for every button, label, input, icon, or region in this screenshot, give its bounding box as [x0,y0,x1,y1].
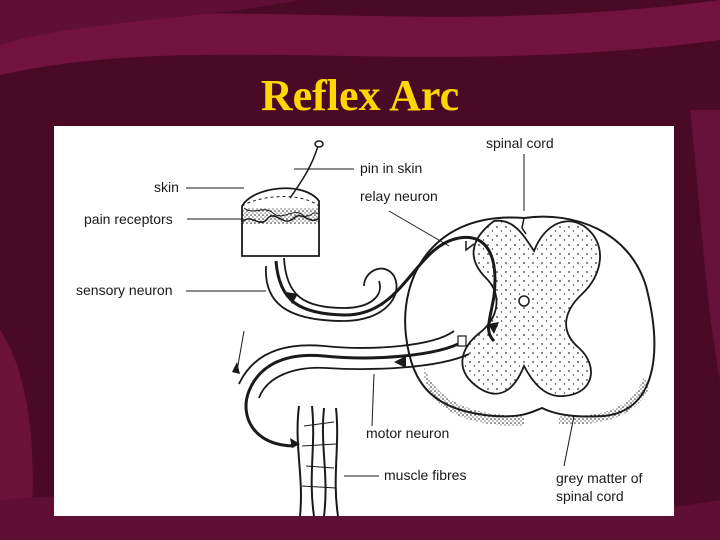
slide-title: Reflex Arc [260,71,460,120]
relay-neuron [458,235,499,343]
label-skin: skin [154,179,179,195]
label-sensory-neuron: sensory neuron [76,282,173,298]
label-muscle-fibres: muscle fibres [384,467,466,483]
reflex-arc-diagram: spinal cord pin in skin skin relay neuro… [54,126,674,516]
label-pin-in-skin: pin in skin [360,160,422,176]
motor-neuron [232,330,470,448]
muscle-fibres [290,405,339,516]
swoosh-right [690,110,720,380]
swoosh-top-2 [0,0,300,45]
grey-matter [461,219,601,397]
pain-receptors [241,208,320,224]
pin-in-skin [289,140,324,199]
leader-lines [186,154,575,477]
label-grey-matter-1: grey matter of [556,470,642,486]
diagram-canvas: spinal cord pin in skin skin relay neuro… [76,135,656,516]
label-grey-matter-2: spinal cord [556,488,624,504]
label-spinal-cord: spinal cord [486,135,554,151]
swoosh-left [0,330,33,540]
swoosh-top [0,0,720,75]
label-relay-neuron: relay neuron [360,188,438,204]
label-motor-neuron: motor neuron [366,425,449,441]
sensory-neuron [265,236,460,322]
label-pain-receptors: pain receptors [84,211,173,227]
